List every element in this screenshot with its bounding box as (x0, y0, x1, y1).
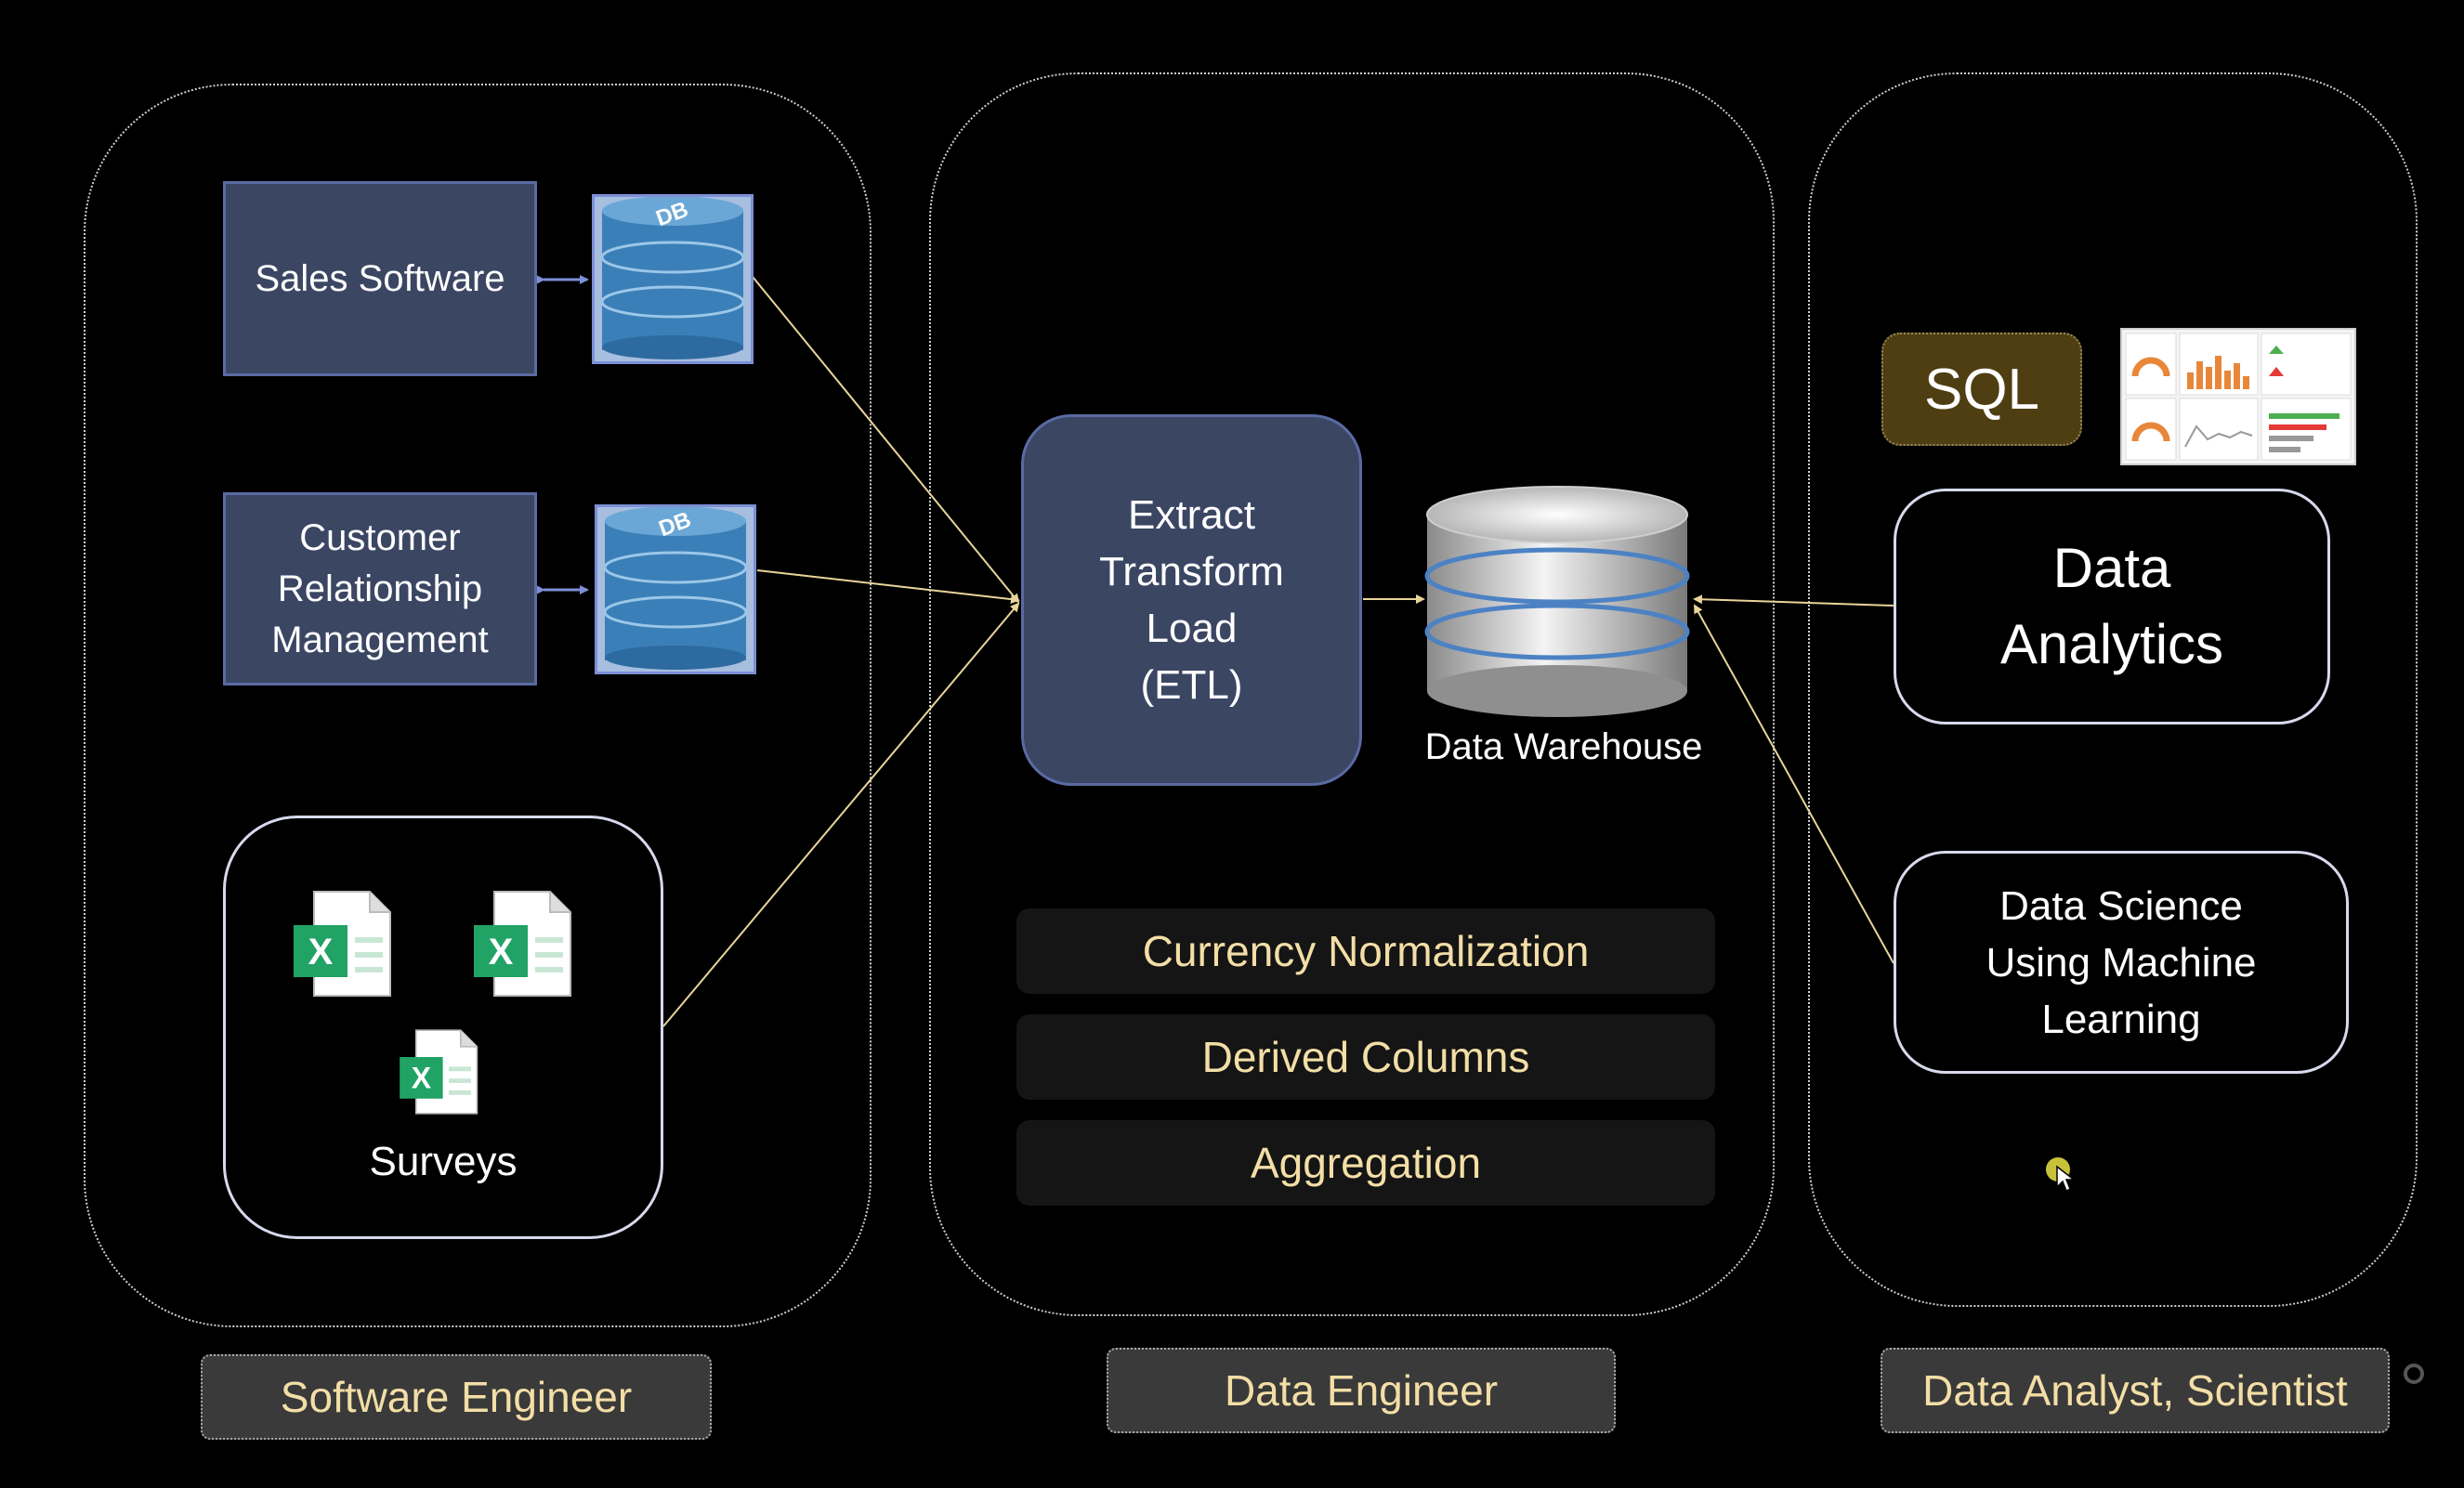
data-engineering-zone (929, 72, 1775, 1316)
ds-to-warehouse-arrow (1694, 604, 1894, 964)
etl-line2: Transform (1099, 549, 1284, 594)
analytics-line2: Analytics (1999, 613, 2224, 675)
surveys-label: Surveys (369, 1139, 518, 1184)
excel-file-icon: X (474, 891, 571, 997)
surveys-box (223, 816, 663, 1239)
analytics-to-warehouse-arrow (1693, 594, 1894, 607)
software-zone (84, 84, 872, 1327)
ds-line1: Data Science (1999, 882, 2243, 929)
sql-label: SQL (1923, 357, 2040, 422)
crm-box: Customer Relationship Management (223, 492, 537, 685)
svg-text:X: X (489, 932, 514, 972)
ring-icon (2404, 1364, 2424, 1384)
ds-line2: Using Machine (1986, 939, 2257, 985)
step-derived-columns: Derived Columns (1016, 1014, 1715, 1100)
excel-file-icon: X (400, 1029, 478, 1115)
sql-badge: SQL (1881, 333, 2082, 446)
svg-text:X: X (412, 1062, 432, 1095)
etl-box: Extract Transform Load (ETL) (1021, 414, 1362, 786)
crm-label-line1: Customer (299, 516, 461, 558)
sales-database-icon: DB (592, 194, 754, 364)
mouse-cursor-icon (2056, 1165, 2076, 1193)
sales-software-label: Sales Software (255, 257, 505, 299)
role-data-analyst-scientist: Data Analyst, Scientist (1881, 1348, 2390, 1433)
crm-label-line3: Management (271, 619, 489, 660)
crm-db-to-etl-arrow (756, 569, 1020, 605)
crm-database-icon: DB (595, 504, 756, 674)
etl-line1: Extract (1128, 492, 1255, 538)
data-analytics-box: Data Analytics (1894, 489, 2330, 724)
sales-db-to-etl-arrow (740, 261, 1020, 604)
crm-label-line2: Relationship (277, 568, 483, 609)
step-currency-normalization: Currency Normalization (1016, 908, 1715, 994)
data-science-box: Data Science Using Machine Learning (1894, 851, 2349, 1074)
sales-software-box: Sales Software (223, 181, 537, 376)
svg-text:X: X (308, 932, 334, 972)
role-software-engineer: Software Engineer (201, 1354, 712, 1440)
dashboard-thumbnail (2120, 328, 2356, 465)
ds-line3: Learning (2041, 996, 2201, 1042)
role-data-engineer: Data Engineer (1107, 1348, 1616, 1433)
surveys-to-etl-arrow (662, 602, 1020, 1027)
data-warehouse-label: Data Warehouse (1424, 726, 1703, 767)
analytics-line1: Data (2052, 537, 2171, 599)
excel-file-icon: X (294, 891, 391, 997)
data-warehouse-icon (1424, 486, 1690, 717)
analysis-zone (1808, 72, 2418, 1307)
etl-line3: Load (1146, 606, 1238, 651)
etl-line4: (ETL) (1140, 662, 1243, 708)
step-aggregation: Aggregation (1016, 1120, 1715, 1206)
